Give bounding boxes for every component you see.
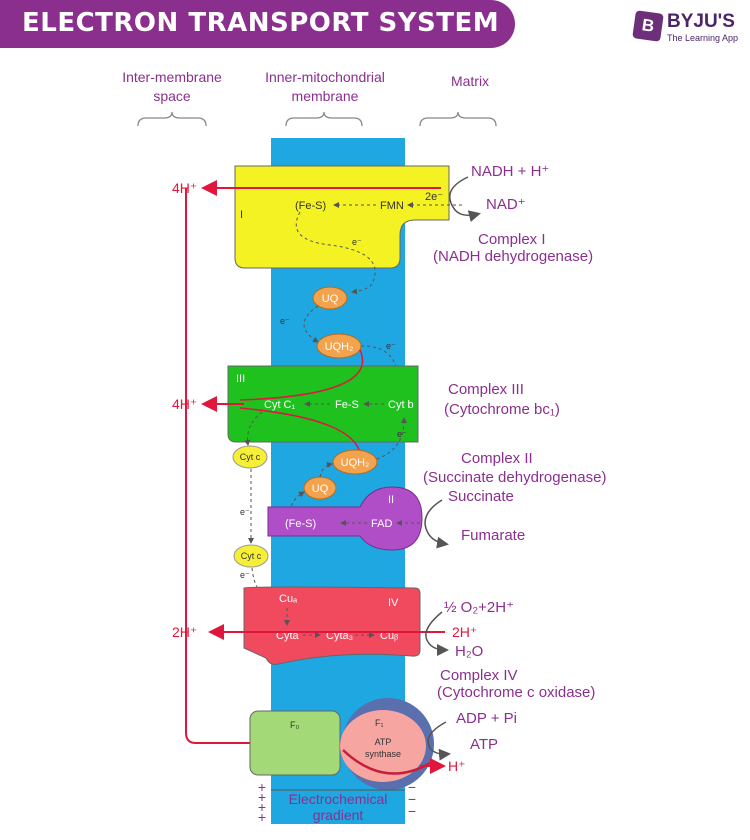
logo-name: BYJU'S bbox=[667, 11, 735, 32]
fumarate-label: Fumarate bbox=[461, 527, 525, 544]
complex-i-desc: (NADH dehydrogenase) bbox=[433, 248, 593, 265]
fes-label-iii: Fe-S bbox=[335, 399, 359, 411]
e-label-d: e⁻ bbox=[240, 507, 250, 517]
cyt-c-bottom-label: Cyt c bbox=[241, 551, 262, 561]
cyt-c-top bbox=[232, 445, 268, 469]
cyt-b-label: Cyt b bbox=[388, 399, 414, 411]
uq-1 bbox=[312, 286, 348, 310]
e-label-a: e⁻ bbox=[280, 316, 290, 326]
two-electrons-label: 2e⁻ bbox=[425, 191, 443, 203]
cua-label: Cuₐ bbox=[279, 593, 298, 605]
gradient-label-l1: Electrochemical bbox=[289, 791, 388, 807]
electron-path-i bbox=[295, 211, 376, 295]
complex-iv-proton-label: 2H⁺ bbox=[172, 624, 197, 640]
complex-i-name: Complex I bbox=[478, 231, 546, 248]
cyt-c-bottom bbox=[233, 544, 269, 568]
complex-iv-numeral: IV bbox=[388, 597, 399, 609]
succinate-curve-arrow bbox=[424, 499, 449, 549]
complex-ii-name: Complex II bbox=[461, 450, 533, 467]
succinate-label: Succinate bbox=[448, 488, 514, 505]
region-braces bbox=[137, 111, 497, 127]
e-label-i: e⁻ bbox=[352, 237, 362, 247]
plus-4: + bbox=[258, 809, 266, 825]
f0-subunit bbox=[249, 710, 341, 776]
adp-curve-arrow bbox=[427, 721, 451, 761]
uqh2-to-cytb-arrow bbox=[360, 345, 403, 389]
h-in-label: 2H⁺ bbox=[452, 624, 477, 640]
region-intermembrane-l1: Inter-membrane bbox=[122, 69, 222, 85]
complex-ii-desc: (Succinate dehydrogenase) bbox=[423, 469, 606, 486]
complex-iii-name: Complex III bbox=[448, 381, 524, 398]
adp-label: ADP + Pi bbox=[456, 710, 517, 727]
minus-3: − bbox=[408, 803, 416, 819]
plus-3: + bbox=[258, 799, 266, 815]
uq2-to-uqh2-arrow bbox=[319, 462, 333, 478]
region-membrane-l1: Inner-mitochondrial bbox=[265, 69, 385, 85]
e-label-e: e⁻ bbox=[240, 570, 250, 580]
f1-proton-band bbox=[342, 749, 433, 775]
nadh-curve-arrow bbox=[449, 176, 481, 223]
complex-iv-desc: (Cytochrome c oxidase) bbox=[437, 684, 595, 701]
uq-2-label: UQ bbox=[312, 483, 329, 495]
logo-tagline: The Learning App bbox=[667, 33, 739, 43]
minus-1: − bbox=[408, 779, 416, 795]
fmn-label: FMN bbox=[380, 200, 404, 212]
complex-iii-proton-curve-a bbox=[239, 349, 364, 401]
region-intermembrane-l2: space bbox=[153, 88, 191, 104]
uqh2-2 bbox=[332, 449, 378, 475]
complex-i-numeral: I bbox=[240, 209, 243, 221]
region-matrix: Matrix bbox=[451, 73, 489, 89]
complex-ii-numeral: II bbox=[388, 494, 394, 506]
uq-to-uqh2-arrow bbox=[303, 305, 319, 343]
fad-label: FAD bbox=[371, 518, 392, 530]
gradient-label-l2: gradient bbox=[313, 807, 364, 823]
uqh2-2-label: UQH₂ bbox=[341, 457, 370, 469]
complex-iii-numeral: III bbox=[236, 373, 245, 385]
complex-iii-desc: (Cytochrome bc₁) bbox=[444, 401, 560, 418]
synthase-h-label: H⁺ bbox=[448, 758, 466, 774]
synthase-label-l2: synthase bbox=[365, 749, 401, 759]
f1-label: F₁ bbox=[375, 718, 384, 728]
water-label: H₂O bbox=[455, 643, 483, 660]
plus-1: + bbox=[258, 779, 266, 795]
complex-iii-proton-label: 4H⁺ bbox=[172, 396, 197, 412]
oxygen-label: ½ O₂+2H⁺ bbox=[444, 599, 514, 616]
cyt-c-top-label: Cyt c bbox=[240, 452, 261, 462]
f0-label: F₀ bbox=[290, 720, 299, 730]
byjus-logo: B BYJU'S The Learning App bbox=[632, 10, 744, 48]
plus-2: + bbox=[258, 789, 266, 805]
fes-label-ii: (Fe-S) bbox=[285, 518, 316, 530]
nad-label: NAD⁺ bbox=[486, 196, 526, 213]
region-membrane-l2: membrane bbox=[292, 88, 359, 104]
complex-i-shape bbox=[234, 165, 450, 269]
complex-iv-shape bbox=[243, 586, 421, 665]
e-label-b: e⁻ bbox=[386, 341, 396, 351]
complex-iv-name: Complex IV bbox=[440, 667, 518, 684]
complex-i-proton-label: 4H⁺ bbox=[172, 180, 197, 196]
cyt-c1-label: Cyt C₁ bbox=[264, 399, 296, 411]
uq-1-label: UQ bbox=[322, 293, 339, 305]
oxygen-curve-arrow bbox=[425, 611, 449, 656]
uqh2-1-label: UQH₂ bbox=[325, 341, 354, 353]
cytc1-to-cytc-arrow bbox=[244, 411, 263, 446]
synthase-label-l1: ATP bbox=[375, 737, 392, 747]
title-banner: ELECTRON TRANSPORT SYSTEM bbox=[0, 0, 515, 48]
minus-2: − bbox=[408, 791, 416, 807]
page-title: ELECTRON TRANSPORT SYSTEM bbox=[22, 8, 500, 38]
proton-return-line bbox=[185, 188, 252, 744]
nadh-label: NADH + H⁺ bbox=[471, 163, 549, 180]
atp-label: ATP bbox=[470, 736, 498, 753]
fes-label-i: (Fe-S) bbox=[295, 200, 326, 212]
complex-ii-shape bbox=[267, 486, 423, 551]
